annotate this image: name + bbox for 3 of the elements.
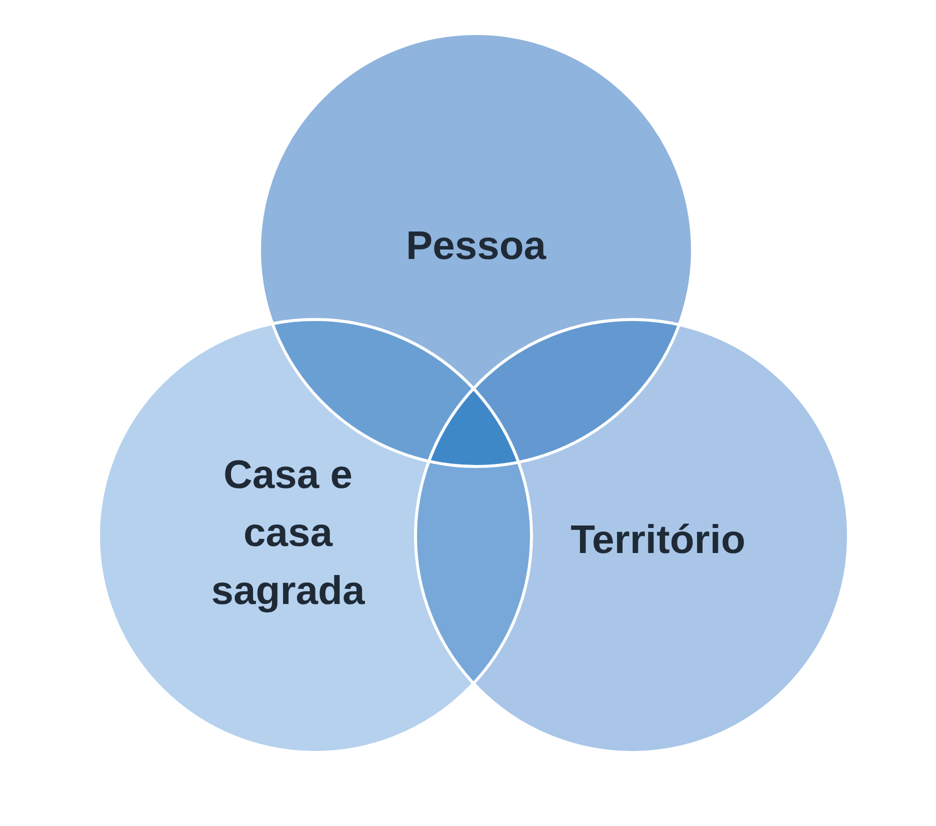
- circle-label: Território: [570, 517, 746, 564]
- circle-label: Pessoa: [404, 223, 548, 270]
- circle-label: Casa e casa sagrada: [210, 452, 366, 615]
